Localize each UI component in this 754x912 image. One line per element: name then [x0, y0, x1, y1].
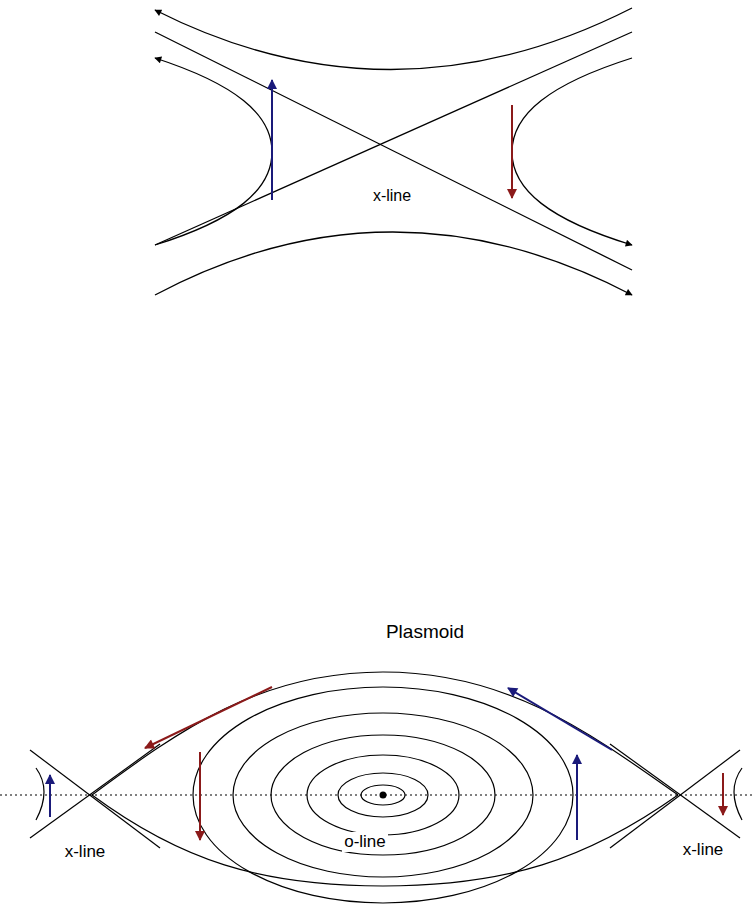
line-label: o-line [342, 832, 388, 852]
line-label: x-line [63, 842, 108, 862]
line-label: x-line [681, 840, 726, 860]
line-label: x-line [371, 186, 413, 205]
figure-heading: Plasmoid [384, 621, 466, 644]
